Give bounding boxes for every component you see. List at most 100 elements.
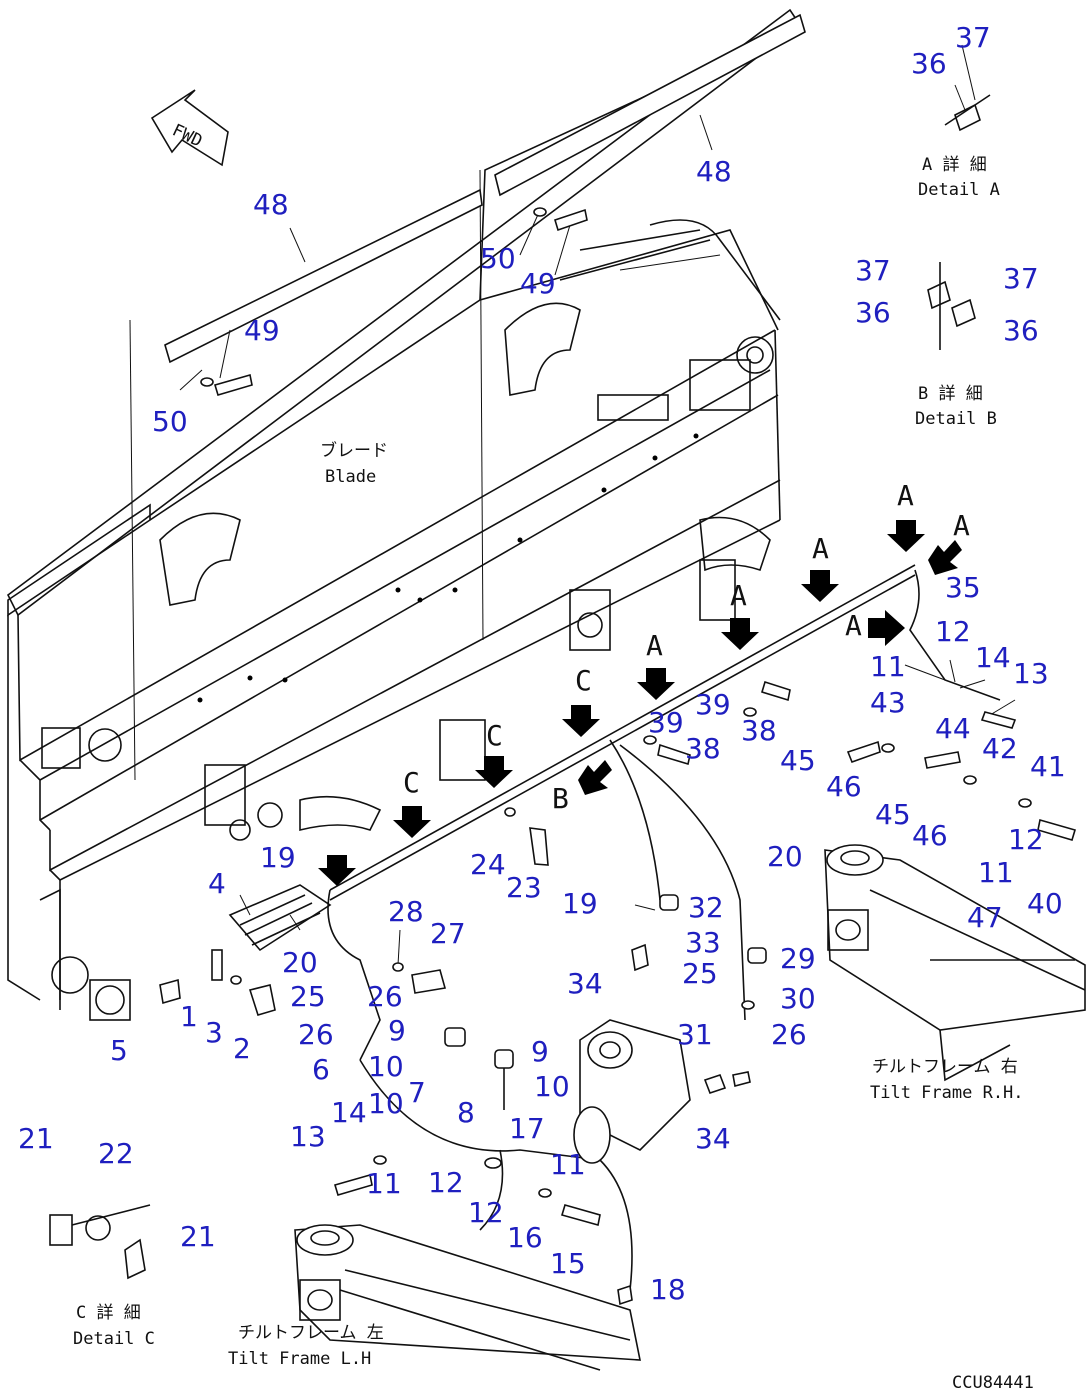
part-callout: 45 [875,798,911,831]
view-letters: A A A A A A B C C C [403,479,970,815]
part-callout: 12 [468,1196,504,1229]
part-callout: 22 [98,1137,134,1170]
part-callout: 36 [855,296,891,329]
part-callout: 6 [312,1053,330,1086]
fasteners [159,207,1076,1306]
part-callout: 4 [208,867,226,900]
view-arrows [318,520,962,886]
part-callout: 29 [780,942,816,975]
part-callout: 21 [180,1220,216,1253]
part-callout: 49 [244,314,280,347]
part-callout: 19 [260,841,296,874]
view-letter: B [552,782,569,815]
part-callout: 11 [550,1148,586,1181]
captions: A 詳 細 Detail A B 詳 細 Detail B C 詳 細 Deta… [73,155,1034,1392]
part-callout: 16 [507,1221,543,1254]
part-callout: 28 [388,895,424,928]
forward-arrow: FWD [150,89,229,167]
view-letter: A [646,629,663,662]
part-callout: 9 [531,1035,549,1068]
detail-b-caption-en: Detail B [915,409,997,429]
part-callout: 9 [388,1014,406,1047]
detail-c-drawing [49,1204,151,1280]
part-callout: 11 [366,1167,402,1200]
part-callout: 46 [826,770,862,803]
part-callout: 14 [331,1096,367,1129]
tilt-frame-rh-label-en: Tilt Frame R.H. [870,1083,1024,1103]
blade-label-en: Blade [325,467,376,487]
part-callout: 11 [978,856,1014,889]
part-callout: 12 [1008,823,1044,856]
part-callout: 11 [870,650,906,683]
view-letter: A [812,532,829,565]
part-callout: 26 [367,980,403,1013]
part-callout: 38 [741,714,777,747]
part-callout: 20 [767,840,803,873]
callouts: 48 48 49 50 49 50 36 37 37 36 37 36 35 1… [18,21,1066,1306]
part-callout: 38 [685,732,721,765]
view-letter: C [486,719,503,752]
part-callout: 12 [428,1166,464,1199]
part-callout: 5 [110,1034,128,1067]
detail-c-caption-ja: C 詳 細 [76,1303,141,1323]
part-callout: 37 [855,254,891,287]
detail-a-drawing [944,94,991,132]
part-callout: 14 [975,641,1011,674]
part-callout: 36 [911,47,947,80]
view-letter: A [897,479,914,512]
top-bars [164,13,806,364]
leader-lines [179,44,1016,966]
part-callout: 36 [1003,314,1039,347]
part-callout: 39 [648,706,684,739]
part-callout: 17 [509,1112,545,1145]
part-callout: 8 [457,1096,475,1129]
tilt-frame-lh-label-ja: チルトフレーム 左 [238,1323,384,1343]
part-callout: 1 [180,1000,198,1033]
part-callout: 50 [152,405,188,438]
part-callout: 34 [695,1122,731,1155]
blade-label-ja: ブレード [320,440,388,461]
part-callout: 41 [1030,750,1066,783]
part-callout: 15 [550,1247,586,1280]
part-callout: 42 [982,732,1018,765]
part-callout: 37 [955,21,991,54]
view-letter: A [730,579,747,612]
detail-a-caption-en: Detail A [918,180,1000,200]
part-callout: 31 [677,1018,713,1051]
part-callout: 32 [688,891,724,924]
part-callout: 46 [912,819,948,852]
view-letter: A [845,609,862,642]
part-callout: 43 [870,686,906,719]
part-callout: 30 [780,982,816,1015]
part-callout: 12 [935,615,971,648]
forward-mark-label: FWD [169,120,205,151]
part-callout: 37 [1003,262,1039,295]
part-callout: 24 [470,848,506,881]
view-letter: C [575,664,592,697]
part-callout: 3 [205,1016,223,1049]
part-callout: 23 [506,871,542,904]
part-callout: 10 [534,1070,570,1103]
part-callout: 21 [18,1122,54,1155]
part-callout: 27 [430,917,466,950]
part-callout: 48 [253,188,289,221]
part-callout: 19 [562,887,598,920]
detail-c-caption-en: Detail C [73,1329,155,1349]
tilt-frame-rh [824,844,1086,1082]
hose-routing [327,564,1001,1291]
part-callout: 20 [282,946,318,979]
part-callout: 10 [368,1087,404,1120]
part-callout: 25 [290,980,326,1013]
drawing-code: CCU84441 [952,1373,1034,1392]
tilt-frame-lh-label-en: Tilt Frame L.H [228,1349,371,1369]
part-callout: 26 [298,1018,334,1051]
part-callout: 18 [650,1273,686,1306]
part-callout: 45 [780,744,816,777]
part-callout: 44 [935,712,971,745]
part-callout: 13 [290,1120,326,1153]
manifold-left [211,884,332,981]
detail-a-caption-ja: A 詳 細 [922,155,987,175]
part-callout: 50 [480,242,516,275]
